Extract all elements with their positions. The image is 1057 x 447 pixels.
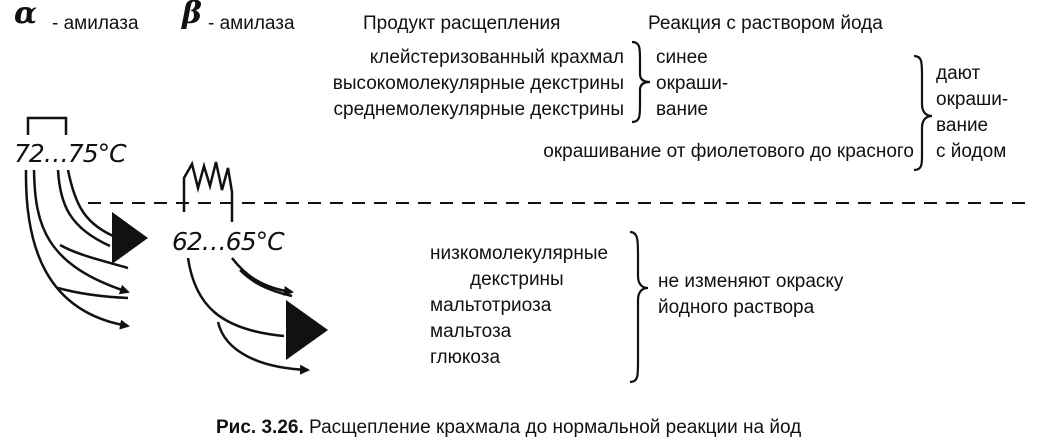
- alpha-temp-bracket: [26, 116, 68, 135]
- beta-symbol: β: [182, 0, 202, 31]
- no-change-1: не изменяют окраску: [658, 271, 844, 292]
- upper-product-3: среднемолекулярные декстрины: [333, 99, 624, 120]
- lower-product-3: мальтотриоза: [430, 295, 552, 316]
- upper-product-1: клейстеризованный крахмал: [369, 47, 624, 68]
- caption-text: Расщепление крахмала до нормальной реакц…: [309, 417, 802, 438]
- stain-iodine-4: с йодом: [936, 141, 1007, 162]
- beta-arrows: [186, 257, 310, 375]
- blue-color-1: синее: [656, 47, 708, 68]
- alpha-arrows: [24, 169, 130, 330]
- blue-color-2: окраши-: [656, 73, 729, 94]
- beta-amylase-label: - амилаза: [208, 13, 295, 34]
- violet-red-staining: окрашивание от фиолетового до красного: [543, 141, 914, 162]
- braces: [629, 40, 933, 384]
- figure-caption: Рис. 3.26. Расщепление крахмала до норма…: [216, 416, 801, 440]
- beta-big-arrowhead: [286, 300, 328, 360]
- upper-product-2: высокомолекулярные декстрины: [332, 73, 624, 94]
- no-change-2: йодного раствора: [658, 297, 815, 318]
- stain-iodine-3: вание: [936, 115, 989, 136]
- beta-wavy-top: [182, 160, 234, 222]
- blue-color-3: вание: [656, 99, 709, 120]
- beta-temperature: 62…65°C: [172, 227, 285, 256]
- caption-label: Рис. 3.26.: [216, 417, 304, 438]
- lower-product-1: низкомолекулярные: [430, 243, 609, 264]
- lower-product-5: глюкоза: [430, 347, 501, 368]
- stain-iodine-1: дают: [936, 63, 981, 84]
- product-column-header: Продукт расщепления: [363, 13, 561, 34]
- alpha-amylase-label: - амилаза: [52, 13, 139, 34]
- iodine-column-header: Реакция с раствором йода: [648, 13, 883, 34]
- alpha-temperature: 72…75°C: [14, 139, 127, 168]
- alpha-big-arrowhead: [112, 212, 148, 264]
- stain-iodine-2: окраши-: [936, 89, 1009, 110]
- lower-product-2: декстрины: [470, 269, 564, 290]
- lower-product-4: мальтоза: [430, 321, 512, 342]
- alpha-symbol: α: [14, 0, 38, 31]
